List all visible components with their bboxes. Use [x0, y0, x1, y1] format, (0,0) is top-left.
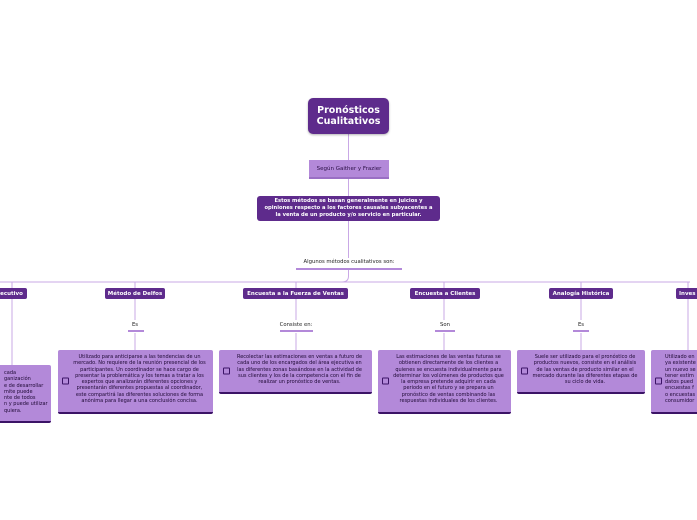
connector-label-clientes: Son	[430, 322, 460, 328]
root-title: Pronósticos Cualitativos	[316, 105, 381, 127]
branch-delfos-title: Método de Delfos	[107, 290, 163, 297]
branch-ejecutivo[interactable]: ecutivo	[0, 288, 27, 299]
connector-label-fuerza-ventas-text: Consiste en:	[279, 322, 313, 328]
note-encuesta-clientes-text: Las estimaciones de las ventas futuras s…	[393, 354, 504, 405]
methods-label[interactable]: Algunos métodos cualitativos son:	[294, 259, 404, 265]
note-encuesta-clientes[interactable]: Las estimaciones de las ventas futuras s…	[378, 350, 511, 414]
branch-delfos[interactable]: Método de Delfos	[105, 288, 165, 299]
connector-trunk-curve	[341, 275, 349, 283]
checkbox-icon[interactable]	[521, 367, 528, 375]
connector-label-analogia: Es	[566, 322, 596, 328]
note-analogia-historica[interactable]: Suele ser utilizado para el pronóstico d…	[517, 350, 645, 394]
connector-label-clientes-text: Son	[440, 322, 450, 328]
note-fuerza-ventas[interactable]: Recolectar las estimaciones en ventas a …	[219, 350, 372, 394]
note-delfos-text: Utilizado para anticiparse a las tendenc…	[73, 354, 206, 405]
branch-analogia-historica[interactable]: Analogía Histórica	[549, 288, 613, 299]
connector-label-delfos: Es	[120, 322, 150, 328]
note-fuerza-ventas-text: Recolectar las estimaciones en ventas a …	[236, 354, 363, 386]
connector-label-clientes-underline	[435, 330, 455, 332]
note-ejecutivo-text: cada ganización e de desarrollar mite pu…	[4, 370, 48, 414]
branch-investigacion[interactable]: Inves	[676, 288, 697, 299]
checkbox-icon[interactable]	[382, 377, 389, 385]
description-text: Estos métodos se basan generalmente en j…	[264, 198, 433, 218]
branch-fuerza-ventas[interactable]: Encuesta a la Fuerza de Ventas	[243, 288, 348, 299]
branch-ejecutivo-title: ecutivo	[0, 290, 23, 297]
connector-label-fuerza-ventas: Consiste en:	[270, 322, 322, 328]
checkbox-icon[interactable]	[223, 367, 230, 375]
note-ejecutivo[interactable]: cada ganización e de desarrollar mite pu…	[0, 365, 51, 423]
author-note[interactable]: Según Gaither y Frazier	[309, 160, 389, 179]
connector-label-delfos-text: Es	[131, 322, 139, 328]
root-topic[interactable]: Pronósticos Cualitativos	[308, 98, 389, 134]
branch-encuesta-clientes[interactable]: Encuesta a Clientes	[410, 288, 480, 299]
description-box[interactable]: Estos métodos se basan generalmente en j…	[257, 196, 440, 221]
connector-label-delfos-underline	[128, 330, 144, 332]
note-investigacion-text: Utilizado en ya existente un nuevo se te…	[665, 354, 696, 405]
methods-label-underline	[296, 268, 402, 270]
branch-analogia-historica-title: Analogía Histórica	[552, 290, 610, 297]
methods-label-text: Algunos métodos cualitativos son:	[303, 259, 395, 265]
branch-fuerza-ventas-title: Encuesta a la Fuerza de Ventas	[247, 290, 344, 297]
connector-label-fuerza-ventas-underline	[280, 330, 313, 332]
branch-encuesta-clientes-title: Encuesta a Clientes	[414, 290, 476, 297]
note-delfos[interactable]: Utilizado para anticiparse a las tendenc…	[58, 350, 213, 414]
note-analogia-historica-text: Suele ser utilizado para el pronóstico d…	[532, 354, 638, 386]
connector-label-analogia-underline	[573, 330, 589, 332]
note-investigacion[interactable]: Utilizado en ya existente un nuevo se te…	[651, 350, 697, 414]
author-note-text: Según Gaither y Frazier	[316, 165, 382, 172]
branch-investigacion-title: Inves	[679, 290, 696, 297]
connector-label-analogia-text: Es	[577, 322, 585, 328]
checkbox-icon[interactable]	[62, 377, 69, 385]
checkbox-icon[interactable]	[655, 377, 662, 385]
